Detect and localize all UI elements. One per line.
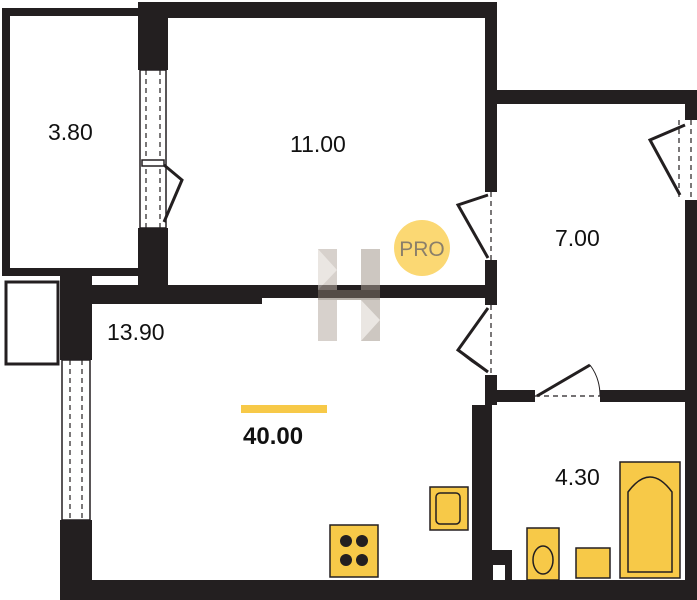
- doors: [455, 192, 601, 398]
- balcony-cabinet: [4, 280, 60, 366]
- fixtures: [329, 461, 681, 581]
- total-area: 40.00: [243, 423, 303, 450]
- area-label-right-room: 7.00: [555, 225, 600, 251]
- toilet-icon: [526, 527, 560, 581]
- window-balcony: [139, 69, 184, 229]
- area-label-bedroom: 11.00: [290, 131, 346, 157]
- area-label-balcony: 3.80: [48, 119, 93, 145]
- pro-badge: PRO: [394, 220, 450, 276]
- area-label-living: 13.90: [107, 319, 165, 345]
- stove-icon: [329, 524, 379, 578]
- window-right-room: [647, 120, 692, 200]
- area-label-bathroom: 4.30: [555, 464, 600, 490]
- total-area-underline: [241, 405, 327, 413]
- svg-text:PRO: PRO: [399, 238, 445, 261]
- bathroom-sink-icon: [575, 547, 611, 579]
- bathtub-icon: [619, 461, 681, 579]
- window-living: [61, 359, 91, 521]
- logo-watermark: [318, 249, 380, 341]
